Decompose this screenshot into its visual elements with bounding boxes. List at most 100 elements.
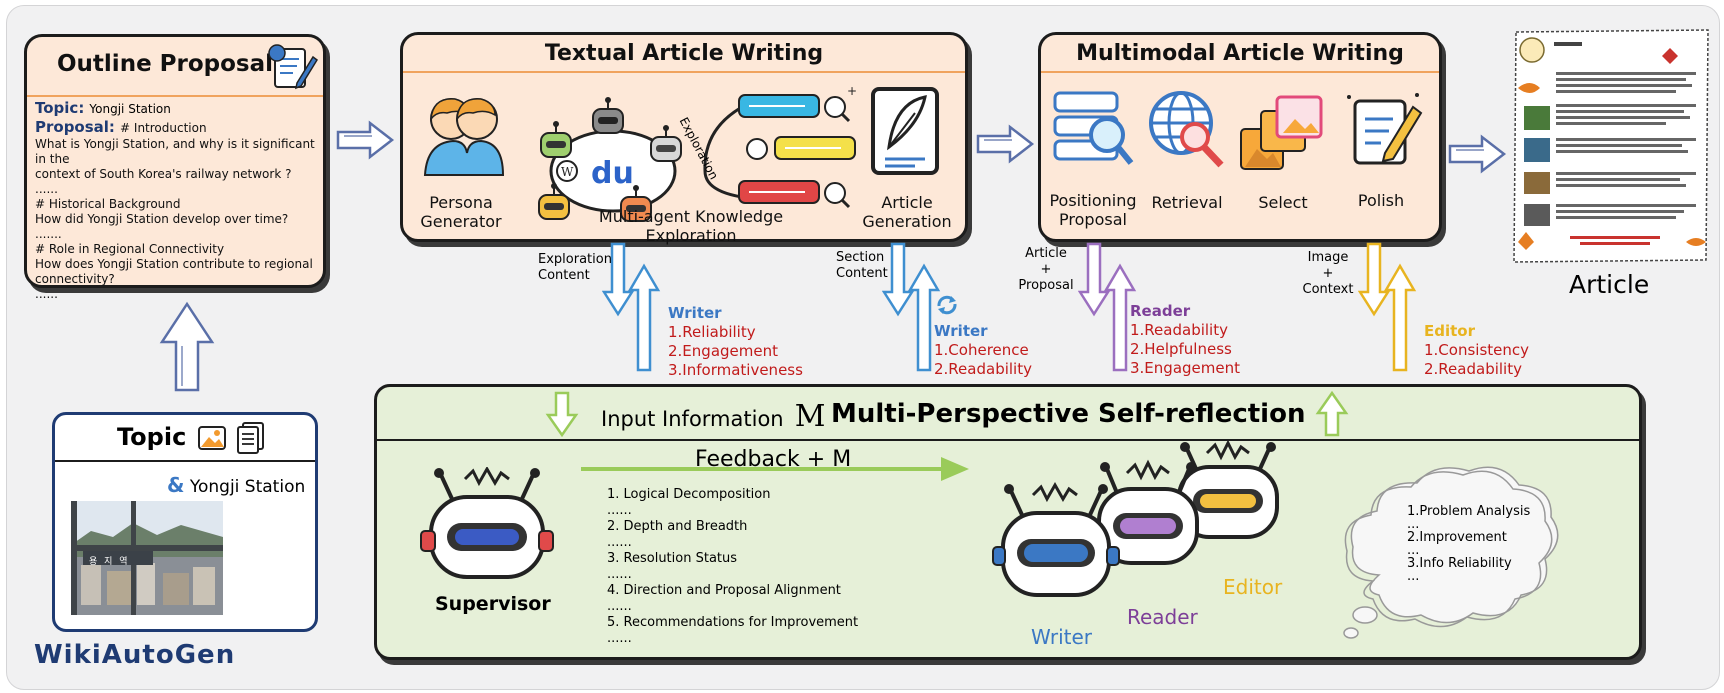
outline-line: What is Yongji Station, and why is it si… (35, 137, 315, 166)
flow-arrow-textual-to-multimodal (976, 124, 1035, 164)
article-proposal-label: Article + Proposal (1018, 246, 1074, 293)
topic-box: Topic & Yongji Station 용 지 역 (52, 412, 318, 632)
svg-text:W: W (561, 165, 574, 179)
svg-text:+: + (847, 85, 857, 98)
criteria-item: 1.Reliability (668, 323, 756, 341)
criteria-editor: Editor 1.Consistency 2.Readability (1424, 322, 1529, 379)
edit-document-icon (268, 44, 318, 90)
criteria-item: 2.Engagement (668, 342, 778, 360)
supervisor-robot-icon (420, 467, 554, 579)
outline-topic-value: Yongji Station (89, 102, 171, 116)
image-context-label: Image + Context (1302, 250, 1354, 297)
input-down-arrow (545, 391, 579, 437)
knowledge-exploration-label: Multi-agent Knowledge Exploration (598, 207, 784, 245)
criteria-item: 2.Readability (1424, 360, 1522, 378)
positioning-icon (1053, 91, 1134, 165)
step-line: ...... (607, 599, 632, 614)
article-generation-icon (871, 87, 939, 175)
topic-title: Topic (117, 423, 187, 451)
writer-robot-label: Writer (1031, 625, 1093, 649)
criteria-title: Editor (1424, 322, 1475, 340)
criteria-item: 3.Engagement (1130, 359, 1240, 377)
recycle-icon (937, 295, 957, 315)
topic-value: Yongji Station (189, 477, 306, 497)
step-line: 2. Depth and Breadth (607, 519, 748, 534)
outline-line: # Historical Background (35, 197, 181, 211)
outline-line: How does Yongji Station contribute to re… (35, 257, 313, 271)
image-icon (198, 426, 226, 450)
outline-line: ...... (35, 182, 58, 196)
image-context-arrows (1358, 242, 1417, 372)
cloud-line: 1.Problem Analysis (1407, 504, 1531, 519)
m-symbol: M (794, 399, 826, 434)
criteria-title: Writer (934, 322, 988, 340)
polish-label: Polish (1357, 191, 1405, 210)
multimodal-writing-title: Multimodal Article Writing (1076, 41, 1404, 66)
step-line: 1. Logical Decomposition (607, 487, 771, 502)
thought-cloud (1343, 466, 1559, 639)
outline-line: How did Yongji Station develop over time… (35, 212, 289, 226)
svg-text:du: du (591, 156, 634, 191)
writer-robot-icon (992, 481, 1120, 597)
criteria-title: Reader (1130, 302, 1191, 320)
criteria-item: 1.Consistency (1424, 341, 1530, 359)
step-line: ...... (607, 567, 632, 582)
exploration-content-arrows (602, 242, 661, 372)
article-generation-label: Article Generation (862, 193, 952, 231)
reader-robot-label: Reader (1127, 605, 1198, 629)
supervisor-steps: 1. Logical Decomposition ...... 2. Depth… (607, 487, 858, 647)
flow-arrow-multimodal-to-article (1448, 134, 1507, 174)
outline-line: ....... (35, 227, 62, 241)
editor-robot-icon (1177, 441, 1279, 539)
outline-topic-label: Topic: (35, 99, 85, 117)
textual-writing-box: Textual Article Writing Persona Generato… (400, 32, 968, 245)
article-thumbnail (1513, 29, 1709, 263)
article-proposal-arrows (1078, 242, 1137, 372)
select-images-icon (1240, 95, 1323, 170)
station-sign-text: 용 지 역 (89, 557, 130, 567)
step-line: ...... (607, 631, 632, 646)
outline-line: # Introduction (120, 121, 207, 135)
cloud-line: ... (1407, 517, 1420, 532)
step-line: 5. Recommendations for Improvement (607, 615, 859, 630)
criteria-item: 2.Helpfulness (1130, 340, 1232, 358)
self-reflection-box: Input Information M Multi-Perspective Se… (374, 384, 1642, 660)
flow-arrow-outline-to-textual (336, 120, 395, 160)
cloud-line: 2.Improvement (1407, 530, 1507, 545)
criteria-item: 1.Coherence (934, 341, 1029, 359)
criteria-writer-2: Writer 1.Coherence 2.Readability (934, 322, 1032, 379)
multimodal-writing-box: Multimodal Article Writing Positioning P… (1038, 32, 1442, 242)
cloud-line: ... (1407, 569, 1420, 584)
exploration-content-label: Exploration Content (538, 252, 612, 283)
section-content-label: Section Content (836, 250, 888, 281)
multi-agent-robots-icon: W du (538, 97, 682, 222)
outline-line: context of South Korea's railway network… (35, 167, 292, 181)
editor-robot-label: Editor (1223, 575, 1283, 599)
self-reflection-title: Multi-Perspective Self-reflection (831, 399, 1306, 429)
criteria-item: 1.Readability (1130, 321, 1228, 339)
criteria-item: 2.Readability (934, 360, 1032, 378)
brand-title: WikiAutoGen (34, 640, 236, 670)
cloud-line: ... (1407, 543, 1420, 558)
section-content-arrows (882, 242, 941, 372)
document-icon (237, 422, 264, 454)
step-line: ...... (607, 535, 632, 550)
step-line: 4. Direction and Proposal Alignment (607, 583, 841, 598)
textual-writing-title: Textual Article Writing (544, 41, 824, 66)
outline-line: connectivity? (35, 272, 115, 286)
criteria-title: Writer (668, 304, 722, 322)
positioning-proposal-label: Positioning Proposal (1049, 191, 1137, 229)
outline-proposal-label: Proposal: (35, 118, 115, 136)
criteria-item: 3.Informativeness (668, 361, 803, 379)
step-line: ...... (607, 503, 632, 518)
persona-generator-label: Persona Generator (420, 193, 502, 231)
feedback-arrow (581, 457, 969, 481)
criteria-reader: Reader 1.Readability 2.Helpfulness 3.Eng… (1130, 302, 1240, 378)
polish-icon (1347, 93, 1423, 165)
input-information-label: Input Information (601, 407, 784, 431)
reader-robot-icon (1097, 459, 1199, 565)
outline-proposal-box: Outline Proposal Topic: Yongji Station P… (24, 34, 326, 301)
persona-icon (423, 98, 505, 176)
select-label: Select (1258, 193, 1308, 212)
cloud-text: 1.Problem Analysis ... 2.Improvement ...… (1407, 505, 1530, 583)
